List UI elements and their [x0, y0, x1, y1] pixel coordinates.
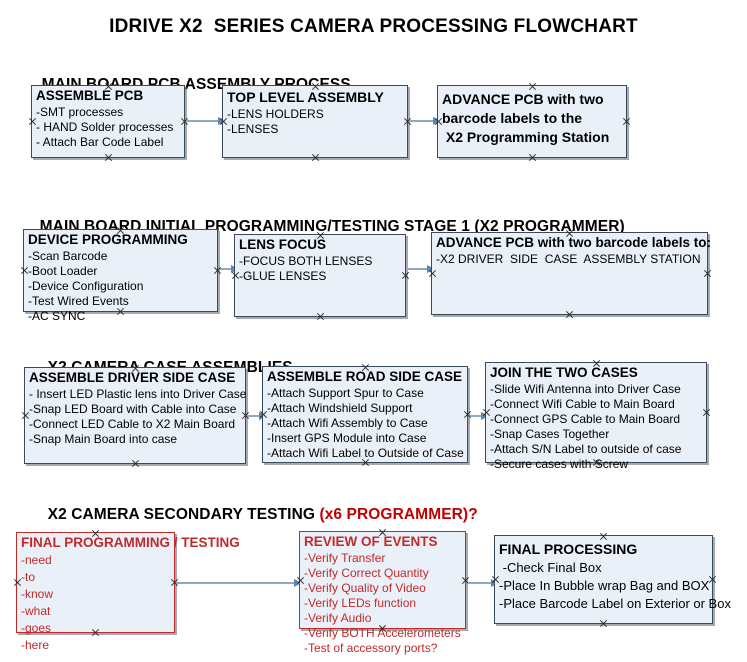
node-line: -what: [21, 604, 51, 618]
node-line: -X2 DRIVER SIDE CASE ASSEMBLY STATION: [436, 252, 701, 266]
resize-handle-s[interactable]: [316, 312, 325, 321]
node-title: ASSEMBLE DRIVER SIDE CASE: [29, 370, 236, 385]
node-title: JOIN THE TWO CASES: [490, 365, 638, 380]
node-line: -LENS HOLDERS: [227, 107, 324, 121]
node-final-programming-testing[interactable]: FINAL PROGRAMMING / TESTING -need -to -k…: [16, 532, 240, 652]
node-line: -Device Configuration: [28, 279, 144, 293]
node-line: -AC SYNC: [28, 309, 86, 323]
node-line: -Verify Transfer: [304, 551, 386, 565]
node-line: -Attach Windshield Support: [267, 401, 413, 415]
resize-handle-e[interactable]: [703, 269, 712, 278]
node-line: -Verify Audio: [304, 611, 372, 625]
node-join-the-two-cases[interactable]: JOIN THE TWO CASES -Slide Wifi Antenna i…: [485, 362, 707, 471]
node-line: -Verify BOTH Accelerometers: [304, 626, 461, 640]
node-advance-pcb-to-x2-programming-station[interactable]: ADVANCE PCB with two barcode labels to t…: [437, 85, 627, 158]
page-title: IDRIVE X2 SERIES CAMERA PROCESSING FLOWC…: [109, 16, 638, 37]
node-line: -to: [21, 570, 36, 584]
arrow-head-icon: [294, 579, 302, 587]
node-line: -Check Final Box: [499, 560, 602, 575]
node-line: -Verify LEDs function: [304, 596, 417, 610]
node-line: -Attach S/N Label to outside of case: [490, 442, 682, 456]
node-line: -Verify Quality of Video: [304, 581, 426, 595]
node-line: -Verify Correct Quantity: [304, 566, 429, 580]
section-heading-accent: (x6 PROGRAMMER)?: [319, 506, 478, 523]
node-line: -Test Wired Events: [28, 294, 129, 308]
node-assemble-pcb[interactable]: ASSEMBLE PCB -SMT processes - HAND Solde…: [31, 85, 185, 158]
node-line: -Place In Bubble wrap Bag and BOX: [499, 578, 710, 593]
resize-handle-s[interactable]: [104, 153, 113, 162]
node-line: -LENSES: [227, 122, 279, 136]
node-line: -know: [21, 587, 54, 601]
node-line: -Attach Wifi Assembly to Case: [267, 416, 428, 430]
resize-handle-s[interactable]: [131, 459, 140, 468]
resize-handle-s[interactable]: [599, 619, 608, 628]
node-title: FINAL PROGRAMMING / TESTING: [21, 535, 240, 550]
node-line: -Connect LED Cable to X2 Main Board: [29, 417, 236, 431]
connector-top-level-assembly-to-advance-pcb: [410, 117, 441, 125]
node-line: -here: [21, 638, 50, 652]
node-lens-focus[interactable]: LENS FOCUS -FOCUS BOTH LENSES -GLUE LENS…: [234, 234, 406, 317]
node-line: -SMT processes: [36, 105, 124, 119]
section-heading-x2-camera-secondary-testing: X2 CAMERA SECONDARY TESTING (x6 PROGRAMM…: [30, 488, 478, 542]
node-line: -GLUE LENSES: [239, 269, 327, 283]
node-line: -Boot Loader: [28, 264, 98, 278]
connector-lens-focus-to-advance-pcb-driver-side: [408, 265, 435, 273]
node-line: -Snap LED Board with Cable into Case: [29, 402, 237, 416]
node-assemble-driver-side-case[interactable]: ASSEMBLE DRIVER SIDE CASE - Insert LED P…: [24, 367, 246, 464]
node-line: -Attach Wifi Label to Outside of Case: [267, 446, 464, 460]
node-title: FINAL PROCESSING: [499, 541, 638, 557]
node-line: -Place Barcode Label on Exterior or Box: [499, 596, 731, 611]
node-top-level-assembly[interactable]: TOP LEVEL ASSEMBLY -LENS HOLDERS -LENSES: [222, 85, 408, 158]
node-line: -FOCUS BOTH LENSES: [239, 254, 373, 268]
node-line: -Snap Main Board into case: [29, 432, 178, 446]
node-advance-pcb-to-driver-side-case-assembly-station[interactable]: ADVANCE PCB with two barcode labels to: …: [431, 232, 712, 315]
node-title: TOP LEVEL ASSEMBLY: [227, 89, 384, 105]
node-title: ADVANCE PCB with two barcode labels to t…: [442, 91, 610, 145]
node-line: -goes: [21, 621, 52, 635]
connector-device-programming-to-lens-focus: [220, 265, 239, 273]
connector-review-of-events-to-final-processing: [468, 579, 499, 587]
section-heading-text: X2 CAMERA SECONDARY TESTING: [47, 506, 320, 523]
node-title: LENS FOCUS: [239, 237, 327, 252]
node-final-processing[interactable]: FINAL PROCESSING -Check Final Box -Place…: [494, 535, 731, 624]
node-line: -Connect Wifi Cable to Main Board: [490, 397, 675, 411]
node-line: - HAND Solder processes: [36, 120, 174, 134]
node-line: -Slide Wifi Antenna into Driver Case: [490, 382, 681, 396]
node-line: -Snap Cases Together: [490, 427, 610, 441]
resize-handle-s[interactable]: [565, 310, 574, 319]
node-title: REVIEW OF EVENTS: [304, 534, 438, 549]
node-line: -Attach Support Spur to Case: [267, 386, 424, 400]
node-line: - Insert LED Plastic lens into Driver Ca…: [29, 387, 247, 401]
node-review-of-events[interactable]: REVIEW OF EVENTS -Verify Transfer -Verif…: [299, 531, 466, 655]
node-line: -Scan Barcode: [28, 249, 108, 263]
connector-assemble-pcb-to-top-level-assembly: [187, 117, 226, 125]
node-title: ADVANCE PCB with two barcode labels to:: [436, 235, 712, 250]
node-line: -Connect GPS Cable to Main Board: [490, 412, 681, 426]
node-line: - Attach Bar Code Label: [36, 135, 164, 149]
node-device-programming[interactable]: DEVICE PROGRAMMING -Scan Barcode -Boot L…: [23, 229, 218, 323]
node-line: -Secure cases with Screw: [490, 457, 629, 471]
node-assemble-road-side-case[interactable]: ASSEMBLE ROAD SIDE CASE -Attach Support …: [262, 366, 468, 463]
node-title: ASSEMBLE PCB: [36, 88, 144, 103]
connector-road-side-to-join-two-cases: [470, 412, 489, 420]
connector-final-programming-to-review-of-events: [177, 579, 302, 587]
resize-handle-s[interactable]: [311, 153, 320, 162]
node-title: ASSEMBLE ROAD SIDE CASE: [267, 369, 463, 384]
resize-handle-s[interactable]: [528, 153, 537, 162]
node-line: -Insert GPS Module into Case: [267, 431, 427, 445]
node-line: -need: [21, 553, 52, 567]
node-line-overflow: -Test of accessory ports?: [304, 641, 438, 655]
connector-driver-side-to-road-side: [248, 412, 267, 420]
node-title: DEVICE PROGRAMMING: [28, 232, 188, 247]
